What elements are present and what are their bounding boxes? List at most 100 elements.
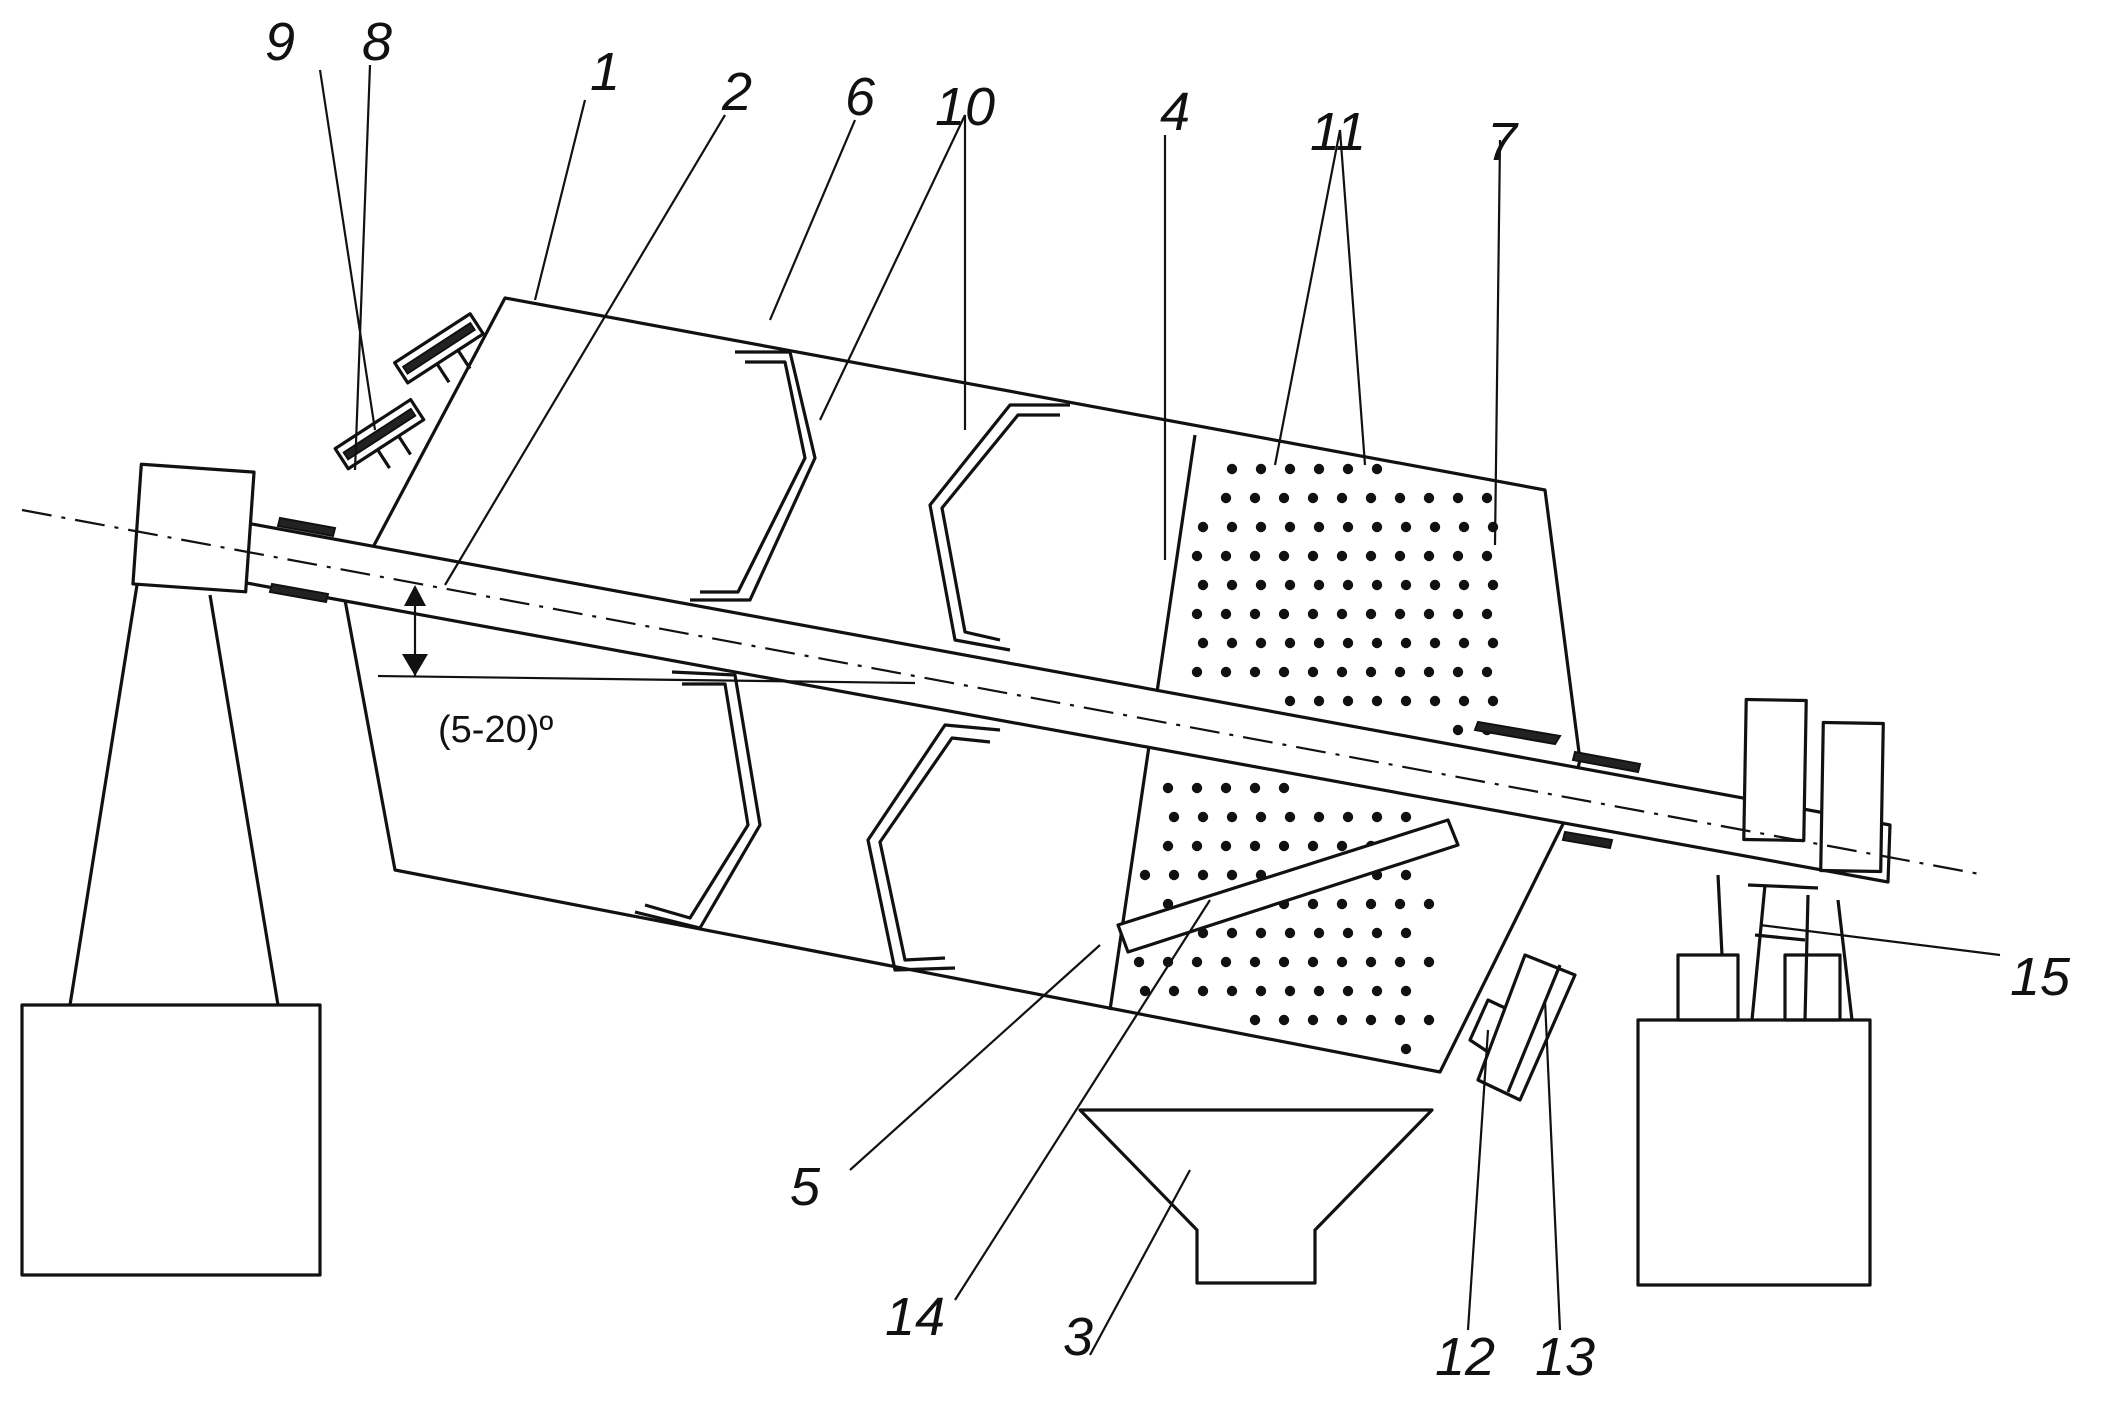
label-14: 14 <box>885 1287 945 1347</box>
perforation-dot <box>1192 551 1202 561</box>
perforation-dot <box>1279 1015 1289 1025</box>
perforation-dot <box>1256 464 1266 474</box>
perforation-dot <box>1308 551 1318 561</box>
perforation-dot <box>1343 638 1353 648</box>
perforation-dot <box>1227 812 1237 822</box>
perforation-dot <box>1308 493 1318 503</box>
perforation-dot <box>1482 551 1492 561</box>
perforation-dot <box>1227 464 1237 474</box>
right-base-block <box>1638 1020 1870 1285</box>
perforation-dot <box>1285 986 1295 996</box>
perforation-dot <box>1459 638 1469 648</box>
perforation-dot <box>1285 464 1295 474</box>
perforation-dot <box>1453 667 1463 677</box>
perforation-dot <box>1134 957 1144 967</box>
perforation-dot <box>1227 986 1237 996</box>
perforation-dot <box>1285 580 1295 590</box>
perforation-dot <box>1343 580 1353 590</box>
perforation-dot <box>1314 522 1324 532</box>
perforation-dot <box>1256 986 1266 996</box>
perforation-dot <box>1227 928 1237 938</box>
perforation-dot <box>1424 957 1434 967</box>
perforation-dot <box>1459 696 1469 706</box>
perforation-dot <box>1395 493 1405 503</box>
perforation-dot <box>1163 841 1173 851</box>
perforation-dot <box>1308 1015 1318 1025</box>
perforation-dot <box>1192 783 1202 793</box>
label-2: 2 <box>721 62 752 122</box>
perforation-dot <box>1401 580 1411 590</box>
perforation-dot <box>1250 841 1260 851</box>
perforation-dot <box>1279 551 1289 561</box>
label-3: 3 <box>1063 1307 1093 1367</box>
label-1: 1 <box>590 42 620 102</box>
perforation-dot <box>1395 551 1405 561</box>
perforation-dot <box>1314 986 1324 996</box>
perforation-dot <box>1372 464 1382 474</box>
perforation-dot <box>1366 609 1376 619</box>
perforation-dot <box>1250 1015 1260 1025</box>
perforation-dot <box>1366 957 1376 967</box>
perforation-dot <box>1256 928 1266 938</box>
perforation-dot <box>1279 783 1289 793</box>
perforation-dot <box>1279 841 1289 851</box>
perforation-dot <box>1366 1015 1376 1025</box>
perforation-dot <box>1401 986 1411 996</box>
left-base-block <box>22 1005 320 1275</box>
label-13: 13 <box>1535 1327 1595 1387</box>
perforation-dot <box>1401 522 1411 532</box>
perforation-dot <box>1337 493 1347 503</box>
label-7: 7 <box>1487 112 1519 172</box>
perforation-dot <box>1401 1044 1411 1054</box>
perforation-dot <box>1453 725 1463 735</box>
perforation-dot <box>1192 841 1202 851</box>
perforation-dot <box>1343 812 1353 822</box>
perforation-dot <box>1279 957 1289 967</box>
perforation-dot <box>1343 928 1353 938</box>
perforation-dot <box>1279 493 1289 503</box>
perforation-dot <box>1250 667 1260 677</box>
perforation-dot <box>1198 870 1208 880</box>
label-10: 10 <box>935 77 995 137</box>
perforation-dot <box>1395 1015 1405 1025</box>
perforation-dot <box>1459 580 1469 590</box>
perforation-dot <box>1453 551 1463 561</box>
perforation-dot <box>1424 609 1434 619</box>
perforation-dot <box>1401 638 1411 648</box>
perforation-dot <box>1314 638 1324 648</box>
perforation-dot <box>1314 580 1324 590</box>
perforation-dot <box>1198 522 1208 532</box>
perforation-dot <box>1424 493 1434 503</box>
perforation-dot <box>1453 609 1463 619</box>
perforation-dot <box>1221 551 1231 561</box>
perforation-dot <box>1343 522 1353 532</box>
perforation-dot <box>1198 638 1208 648</box>
perforation-dot <box>1488 638 1498 648</box>
perforation-dot <box>1308 899 1318 909</box>
perforation-dot <box>1482 609 1492 619</box>
perforation-dot <box>1227 870 1237 880</box>
left-bearing <box>133 464 254 592</box>
perforation-dot <box>1453 493 1463 503</box>
perforation-dot <box>1430 522 1440 532</box>
perforation-dot <box>1198 812 1208 822</box>
perforation-dot <box>1395 899 1405 909</box>
perforation-dot <box>1227 580 1237 590</box>
perforation-dot <box>1285 812 1295 822</box>
perforation-dot <box>1308 841 1318 851</box>
perforation-dot <box>1372 580 1382 590</box>
label-4: 4 <box>1160 82 1190 142</box>
perforation-dot <box>1256 638 1266 648</box>
perforation-dot <box>1221 609 1231 619</box>
perforation-dot <box>1337 667 1347 677</box>
perforation-dot <box>1372 522 1382 532</box>
perforation-dot <box>1482 493 1492 503</box>
perforation-dot <box>1192 667 1202 677</box>
perforation-dot <box>1401 696 1411 706</box>
perforation-dot <box>1488 580 1498 590</box>
perforation-dot <box>1424 899 1434 909</box>
perforation-dot <box>1430 638 1440 648</box>
right-support <box>1638 875 1870 1285</box>
